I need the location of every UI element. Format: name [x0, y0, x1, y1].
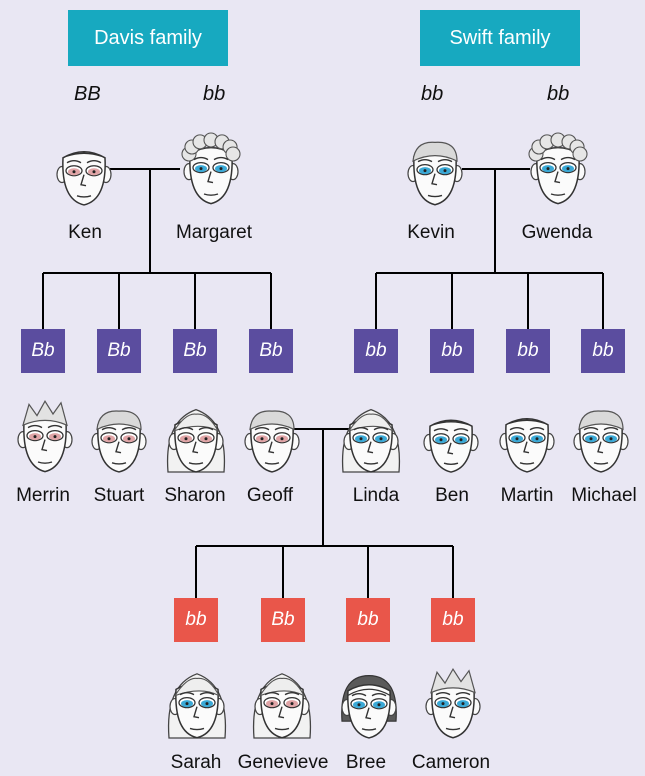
linda-genotype-box: bb: [354, 329, 398, 373]
martin-genotype-box: bb: [506, 329, 550, 373]
cameron-genotype-box: bb: [431, 598, 475, 642]
cameron-name: Cameron: [411, 752, 491, 773]
merrin-genotype-box: Bb: [21, 329, 65, 373]
gwenda-genotype: bb: [547, 83, 570, 105]
davis-family-banner: Davis family: [68, 10, 228, 66]
merrin-face-icon: [17, 400, 73, 473]
sharon-face-icon: [166, 408, 226, 473]
gwenda-face-icon: [528, 132, 588, 205]
sarah-name: Sarah: [170, 752, 222, 773]
sharon-genotype-box: Bb: [173, 329, 217, 373]
genevieve-genotype-box: Bb: [261, 598, 305, 642]
gwenda-name: Gwenda: [521, 222, 593, 243]
cameron-face-icon: [425, 667, 481, 739]
michael-face-icon: [573, 410, 629, 473]
merrin-name: Merrin: [16, 485, 70, 506]
ken-name: Ken: [68, 222, 102, 243]
margaret-genotype: bb: [203, 83, 226, 105]
ben-face-icon: [423, 419, 479, 473]
bree-genotype-box: bb: [346, 598, 390, 642]
swift-family-banner: Swift family: [420, 10, 580, 66]
ken-genotype: BB: [74, 83, 101, 105]
margaret-name: Margaret: [175, 222, 253, 243]
stuart-name: Stuart: [93, 485, 145, 506]
kevin-genotype: bb: [421, 83, 444, 105]
geoff-face-icon: [244, 410, 300, 473]
genevieve-name: Genevieve: [237, 752, 329, 773]
martin-face-icon: [499, 417, 555, 473]
margaret-face-icon: [181, 132, 241, 205]
ben-genotype-box: bb: [430, 329, 474, 373]
michael-genotype-box: bb: [581, 329, 625, 373]
sarah-face-icon: [167, 673, 227, 739]
bree-face-icon: [341, 674, 397, 739]
stuart-face-icon: [91, 410, 147, 473]
sharon-name: Sharon: [164, 485, 226, 506]
sarah-genotype-box: bb: [174, 598, 218, 642]
kevin-face-icon: [407, 141, 463, 206]
bree-name: Bree: [345, 752, 387, 773]
genevieve-face-icon: [252, 673, 312, 739]
geoff-name: Geoff: [246, 485, 294, 506]
kevin-name: Kevin: [407, 222, 455, 243]
michael-name: Michael: [571, 485, 637, 506]
stuart-genotype-box: Bb: [97, 329, 141, 373]
linda-name: Linda: [352, 485, 400, 506]
ken-face-icon: [56, 150, 112, 206]
ben-name: Ben: [435, 485, 469, 506]
martin-name: Martin: [500, 485, 554, 506]
linda-face-icon: [341, 408, 401, 473]
geoff-genotype-box: Bb: [249, 329, 293, 373]
